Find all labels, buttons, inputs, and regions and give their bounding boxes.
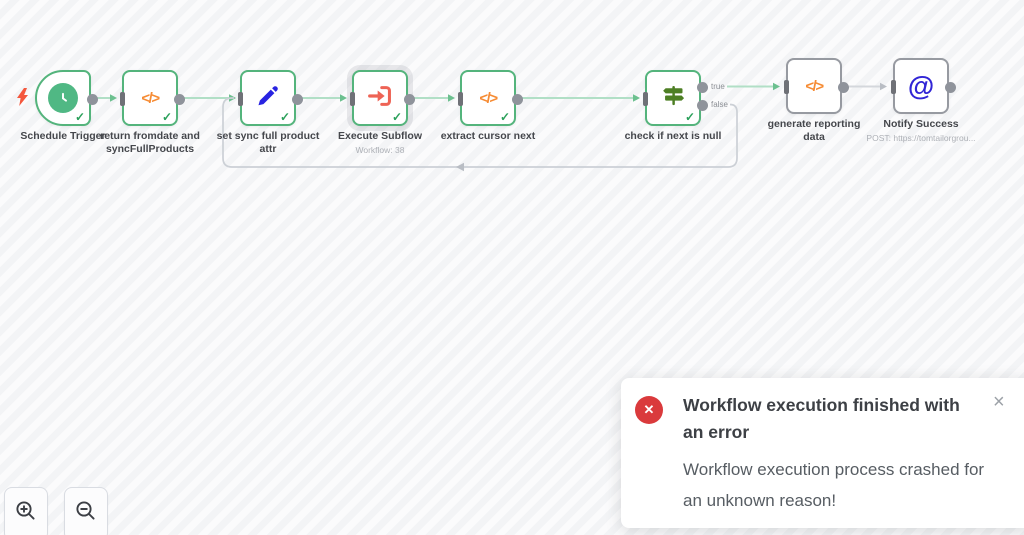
node-check-if-next-null[interactable]: ✓ [643, 70, 708, 126]
success-check-icon: ✓ [74, 110, 85, 124]
node-label-check-if-next-null: check if next is null [624, 130, 722, 142]
output-port[interactable] [174, 93, 185, 105]
branch-label-false: false [711, 100, 728, 109]
node-return-fromdate[interactable]: </> ✓ [120, 70, 185, 126]
pencil-icon [255, 83, 281, 114]
zoom-out-button[interactable] [64, 487, 108, 535]
code-icon: </> [805, 77, 824, 95]
error-toast: ✕ Workflow execution finished with an er… [621, 378, 1024, 528]
output-port[interactable] [87, 93, 98, 105]
input-port [120, 92, 125, 106]
output-port-false[interactable] [697, 100, 708, 111]
node-extract-cursor-next[interactable]: </> ✓ [458, 70, 523, 126]
node-label-return-fromdate: return fromdate and syncFullProducts [100, 130, 200, 155]
arrowhead [448, 94, 455, 102]
subflow-icon [366, 82, 394, 115]
output-port[interactable] [838, 81, 849, 93]
input-port [784, 80, 789, 94]
zoom-in-button[interactable] [4, 487, 48, 535]
input-port [238, 92, 243, 106]
success-check-icon: ✓ [684, 110, 695, 124]
output-port-true[interactable] [697, 82, 708, 93]
arrowhead [773, 82, 780, 91]
success-check-icon: ✓ [499, 110, 510, 124]
zoom-in-icon [14, 499, 38, 528]
input-port [458, 92, 463, 106]
success-check-icon: ✓ [391, 110, 402, 124]
node-label-schedule-trigger: Schedule Trigger [20, 130, 106, 142]
node-label-execute-subflow: Execute Subflow Workflow: 38 [310, 130, 450, 155]
arrowhead [633, 94, 640, 102]
trigger-bolt-icon [17, 88, 28, 106]
node-notify-success[interactable]: @ [891, 58, 956, 114]
node-subtitle: Workflow: 38 [355, 144, 405, 155]
node-execute-subflow[interactable]: ✓ [350, 70, 415, 126]
branch-label-true: true [711, 82, 725, 91]
toast-message: Workflow execution process crashed for a… [683, 460, 985, 511]
close-icon[interactable]: × [993, 391, 1005, 413]
node-set-sync-attr[interactable]: ✓ [238, 70, 303, 126]
clock-icon [48, 83, 78, 113]
success-check-icon: ✓ [161, 110, 172, 124]
success-check-icon: ✓ [279, 110, 290, 124]
node-label-generate-reporting: generate reporting data [767, 118, 861, 143]
output-port[interactable] [512, 93, 523, 105]
zoom-out-icon [74, 499, 98, 528]
arrowhead [456, 162, 464, 172]
code-icon: </> [479, 89, 498, 107]
code-icon: </> [141, 89, 160, 107]
output-port[interactable] [292, 93, 303, 105]
signpost-icon [660, 82, 687, 114]
arrowhead [340, 94, 347, 102]
arrowhead [229, 94, 236, 102]
node-generate-reporting[interactable]: </> [784, 58, 849, 114]
toast-title: Workflow execution finished with an erro… [683, 395, 960, 443]
error-circle-icon: ✕ [635, 396, 663, 424]
output-port[interactable] [945, 81, 956, 93]
node-subtitle: POST: https://tomtailorgrou... [866, 132, 976, 143]
arrowhead [110, 94, 117, 102]
input-port [891, 80, 896, 94]
node-schedule-trigger[interactable]: ✓ [35, 70, 98, 126]
node-label-notify-success: Notify Success POST: https://tomtailorgr… [846, 118, 996, 143]
arrowhead [880, 82, 887, 91]
input-port [643, 92, 648, 106]
node-label-set-sync-attr: set sync full product attr [216, 130, 320, 155]
at-icon: @ [907, 70, 935, 101]
node-label-extract-cursor-next: extract cursor next [440, 130, 536, 142]
input-port [350, 92, 355, 106]
output-port[interactable] [404, 93, 415, 105]
